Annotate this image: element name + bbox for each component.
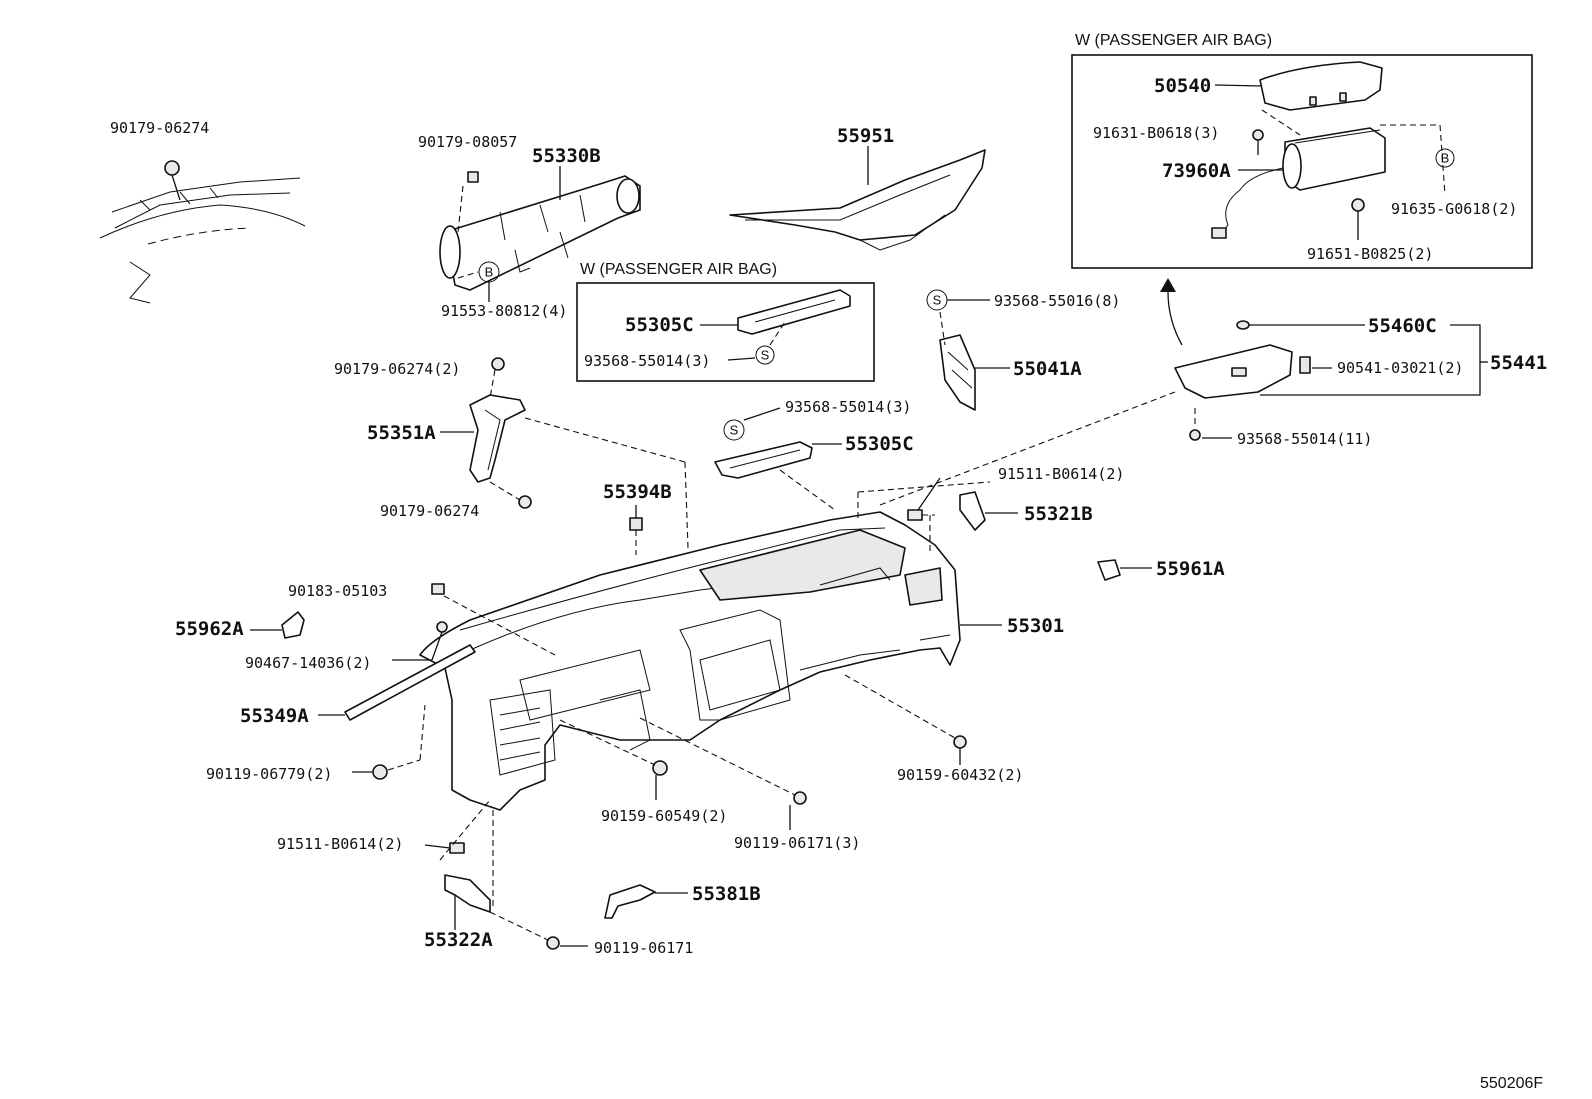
bolt-symbol-b: B <box>485 265 494 280</box>
part-label: 90179-06274 <box>110 119 209 137</box>
fasteners-drawing <box>250 477 1152 950</box>
part-label: 55349A <box>240 705 309 727</box>
part-label: 91631-B0618(3) <box>1093 124 1219 142</box>
part-label: 91553-80812(4) <box>441 302 567 320</box>
part-label: 55394B <box>603 481 672 503</box>
part-label: 55321B <box>1024 503 1093 525</box>
part-label: 90179-06274(2) <box>334 360 460 378</box>
instrument-panel-drawing <box>419 391 1176 811</box>
part-label: 90159-60432(2) <box>897 766 1023 784</box>
part-label: 50540 <box>1154 75 1211 97</box>
bracket-55305c-drawing: S <box>714 407 842 511</box>
inset-box-middle: W (PASSENGER AIR BAG) S <box>576 261 875 382</box>
part-label: 93568-55014(3) <box>584 352 710 370</box>
part-label: 91511-B0614(2) <box>998 465 1124 483</box>
bracket-55041a-drawing: S <box>926 289 1010 411</box>
part-label: 91511-B0614(2) <box>277 835 403 853</box>
part-label: 55962A <box>175 618 244 640</box>
bolt-symbol-b-airbag: B <box>1441 151 1450 166</box>
part-label: 55305C <box>625 314 694 336</box>
part-label: 55961A <box>1156 558 1225 580</box>
part-label: 90159-60549(2) <box>601 807 727 825</box>
part-label: 55330B <box>532 145 601 167</box>
part-label: 55351A <box>367 422 436 444</box>
part-label: 55305C <box>845 433 914 455</box>
part-label: 90119-06171(3) <box>734 834 860 852</box>
part-label: 55460C <box>1368 315 1437 337</box>
part-label: 90183-05103 <box>288 582 387 600</box>
part-label: 55951 <box>837 125 894 147</box>
glovebox-drawing <box>1174 320 1488 441</box>
part-label: 90119-06171 <box>594 939 693 957</box>
part-label: 55441 <box>1490 352 1547 374</box>
part-label: 55322A <box>424 929 493 951</box>
diagram-reference-code: 550206F <box>1480 1075 1543 1092</box>
part-label: 90467-14036(2) <box>245 654 371 672</box>
part-label: 90541-03021(2) <box>1337 359 1463 377</box>
steering-support-drawing <box>439 171 641 291</box>
screw-symbol-s-3: S <box>730 423 739 438</box>
inset-airbag-header: W (PASSENGER AIR BAG) <box>1075 32 1272 49</box>
part-label: 93568-55014(3) <box>785 398 911 416</box>
part-label: 55381B <box>692 883 761 905</box>
inset-middle-header: W (PASSENGER AIR BAG) <box>580 261 777 278</box>
inset-box-airbag: W (PASSENGER AIR BAG) B <box>1071 32 1533 269</box>
part-label: 93568-55014(11) <box>1237 430 1372 448</box>
part-label: 55041A <box>1013 358 1082 380</box>
part-label: 90179-08057 <box>418 133 517 151</box>
part-label: 90119-06779(2) <box>206 765 332 783</box>
part-label: 91651-B0825(2) <box>1307 245 1433 263</box>
arrow-up-icon <box>1160 278 1176 292</box>
part-label: 93568-55016(8) <box>994 292 1120 310</box>
part-label: 91635-G0618(2) <box>1391 200 1517 218</box>
part-label: 90179-06274 <box>380 502 479 520</box>
part-label: 73960A <box>1162 160 1231 182</box>
upper-tray-drawing <box>729 149 986 251</box>
cowl-fragment-drawing <box>99 160 306 304</box>
screw-symbol-s: S <box>761 348 770 363</box>
bracket-55351a-drawing <box>440 357 689 549</box>
screw-symbol-s-2: S <box>933 293 942 308</box>
part-label: 55301 <box>1007 615 1064 637</box>
